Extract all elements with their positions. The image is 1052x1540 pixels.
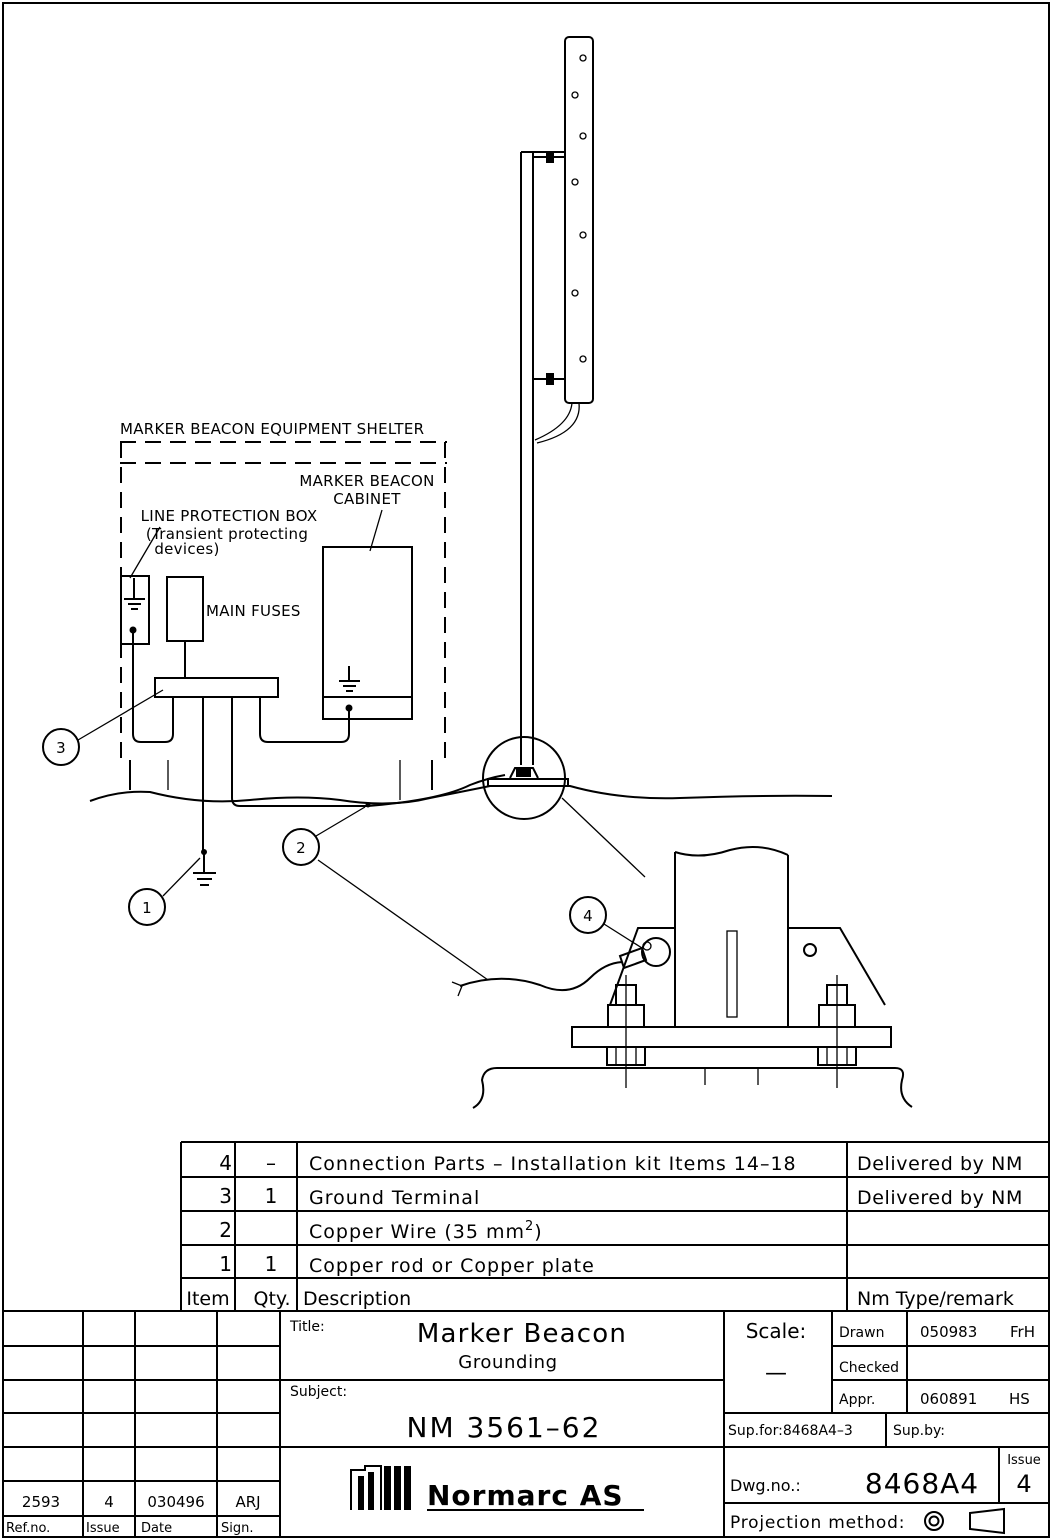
checked-label: Checked: [839, 1360, 899, 1376]
normarc-logo: [350, 1465, 644, 1511]
projection-label: Projection method:: [730, 1513, 905, 1533]
antenna-mast: [520, 36, 594, 765]
dwg-number: 8468A4: [865, 1467, 979, 1500]
lpb-leader: [129, 526, 161, 579]
row-4-description: Connection Parts – Installation kit Item…: [309, 1153, 797, 1175]
callout-2: 2: [282, 806, 489, 981]
title-label: Title:: [289, 1319, 325, 1335]
lpb-label-3: devices): [154, 540, 219, 558]
appr-label: Appr.: [839, 1392, 875, 1408]
header-remark: Nm Type/remark: [857, 1288, 1014, 1310]
row-1-description: Copper rod or Copper plate: [309, 1255, 595, 1277]
rev-header-ref-no: Ref.no.: [6, 1521, 50, 1536]
row-2-item: 2: [219, 1218, 232, 1242]
row-4-qty: –: [266, 1151, 276, 1175]
rev-sign: ARJ: [235, 1493, 260, 1511]
row-1-qty: 1: [265, 1252, 278, 1276]
cabinet-label-2: CABINET: [333, 490, 401, 508]
row-4-item: 4: [219, 1151, 232, 1175]
callout-4-text: 4: [583, 907, 593, 925]
appr-by: HS: [1009, 1390, 1030, 1408]
row-4-remark: Delivered by NM: [857, 1153, 1023, 1175]
row-2-description: Copper Wire (35 mm2): [309, 1219, 543, 1243]
shelter-label: MARKER BEACON EQUIPMENT SHELTER: [120, 420, 424, 438]
drawing-subtitle: Grounding: [458, 1352, 557, 1373]
drawing-title: Marker Beacon: [417, 1319, 627, 1349]
drawn-by: FrH: [1010, 1323, 1035, 1341]
issue-label: Issue: [1007, 1453, 1041, 1468]
detail-marker: [482, 736, 646, 878]
subject-label: Subject:: [290, 1384, 347, 1400]
row-3-qty: 1: [265, 1184, 278, 1208]
row-3-description: Ground Terminal: [309, 1187, 480, 1209]
header-description: Description: [303, 1288, 411, 1310]
issue-number: 4: [1016, 1470, 1031, 1498]
scale-value: —: [765, 1361, 787, 1386]
header-item: Item: [186, 1288, 229, 1310]
rev-ref-no: 2593: [22, 1493, 60, 1511]
drawn-date: 050983: [920, 1323, 977, 1341]
header-qty: Qty.: [254, 1288, 291, 1310]
rev-issue: 4: [104, 1493, 114, 1511]
callout-3: 3: [42, 689, 164, 766]
equipment-shelter: [120, 441, 506, 886]
callout-4: 4: [569, 896, 643, 949]
projection-symbol: [924, 1507, 1005, 1535]
row-1-item: 1: [219, 1252, 232, 1276]
row-3-item: 3: [219, 1184, 232, 1208]
company-name: Normarc AS: [427, 1479, 624, 1512]
rev-header-sign: Sign.: [221, 1521, 254, 1536]
callout-2-text: 2: [296, 839, 306, 857]
callout-1: 1: [128, 857, 201, 926]
drawn-label: Drawn: [839, 1325, 884, 1341]
rev-date: 030496: [147, 1493, 204, 1511]
row-3-remark: Delivered by NM: [857, 1187, 1023, 1209]
parts-list: 4 – Connection Parts – Installation kit …: [180, 1141, 1049, 1311]
ground-surface: [89, 785, 833, 805]
base-detail: [451, 845, 913, 1109]
dwg-label: Dwg.no.:: [730, 1476, 801, 1495]
callout-1-text: 1: [142, 899, 152, 917]
lpb-label-2: (Transient protecting: [146, 525, 308, 543]
callout-3-text: 3: [56, 739, 66, 757]
sup-by: Sup.by:: [893, 1423, 945, 1439]
main-fuses-label: MAIN FUSES: [206, 602, 301, 620]
scale-label: Scale:: [746, 1319, 807, 1343]
rev-header-issue: Issue: [86, 1521, 120, 1536]
lpb-label-1: LINE PROTECTION BOX: [141, 507, 318, 525]
cabinet-leader: [369, 509, 383, 552]
cabinet-label-1: MARKER BEACON: [299, 472, 434, 490]
subject-value: NM 3561–62: [407, 1411, 602, 1444]
appr-date: 060891: [920, 1390, 977, 1408]
rev-header-date: Date: [141, 1521, 172, 1536]
sup-for: Sup.for:8468A4–3: [728, 1423, 853, 1439]
title-block: 2593 4 030496 ARJ Ref.no. Issue Date Sig…: [3, 1310, 1049, 1537]
